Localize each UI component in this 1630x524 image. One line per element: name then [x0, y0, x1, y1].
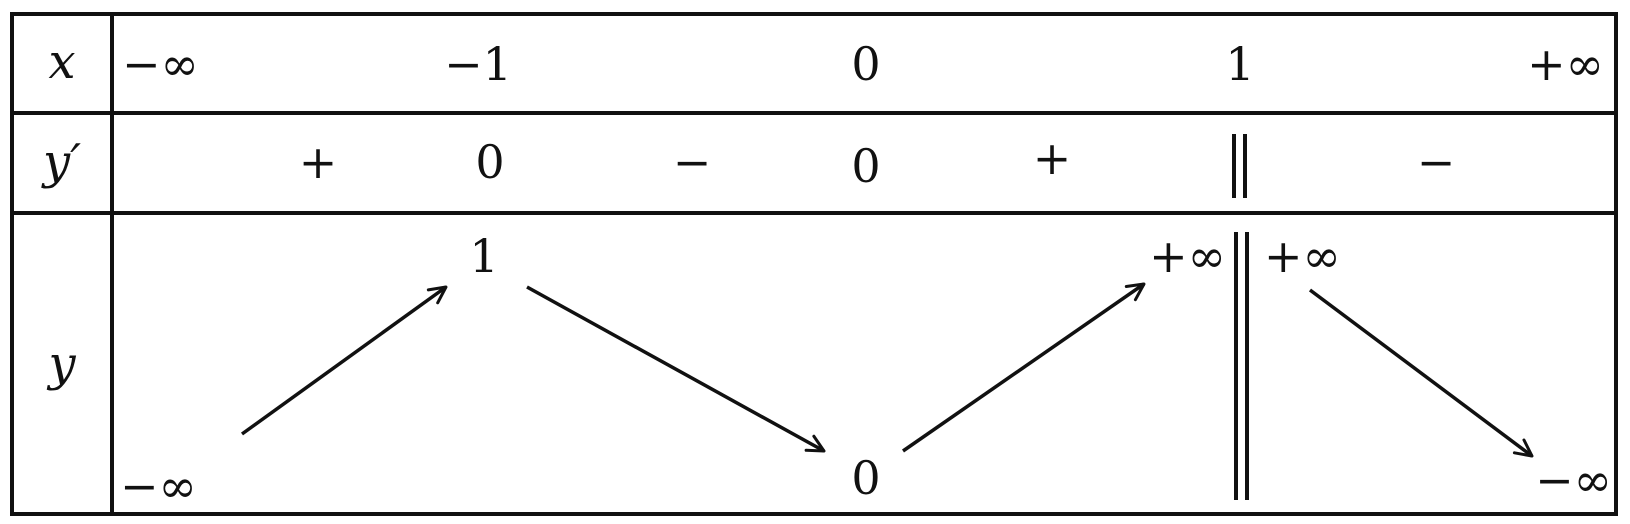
x-value-minus-1: −1 [444, 37, 512, 91]
decrease-arrow-2 [1308, 288, 1534, 458]
y-max-value: 1 [469, 229, 498, 283]
derivative-zero-1: 0 [475, 135, 504, 189]
sign-minus-2: − [1417, 135, 1456, 189]
sign-minus-1: − [673, 135, 712, 189]
y-left-limit-value: +∞ [1149, 229, 1226, 283]
x-value-1: 1 [1225, 37, 1254, 91]
y-end-value: −∞ [1535, 453, 1612, 507]
x-value-pos-inf: +∞ [1527, 37, 1604, 91]
x-value-0: 0 [851, 37, 880, 91]
sign-plus-2: + [1033, 131, 1072, 185]
table-border [10, 12, 1618, 516]
decrease-arrow-1 [526, 285, 826, 453]
header-y: y [46, 336, 76, 392]
x-value-neg-inf: −∞ [122, 37, 199, 91]
header-x: x [48, 34, 75, 90]
increase-arrow-2 [902, 282, 1146, 453]
increase-arrow-1 [240, 285, 448, 436]
y-min-value: 0 [851, 451, 880, 505]
y-right-limit-value: +∞ [1264, 229, 1341, 283]
header-y-prime: y′ [41, 134, 81, 190]
derivative-zero-2: 0 [851, 139, 880, 193]
y-start-value: −∞ [120, 459, 197, 513]
sign-plus-1: + [299, 135, 338, 189]
